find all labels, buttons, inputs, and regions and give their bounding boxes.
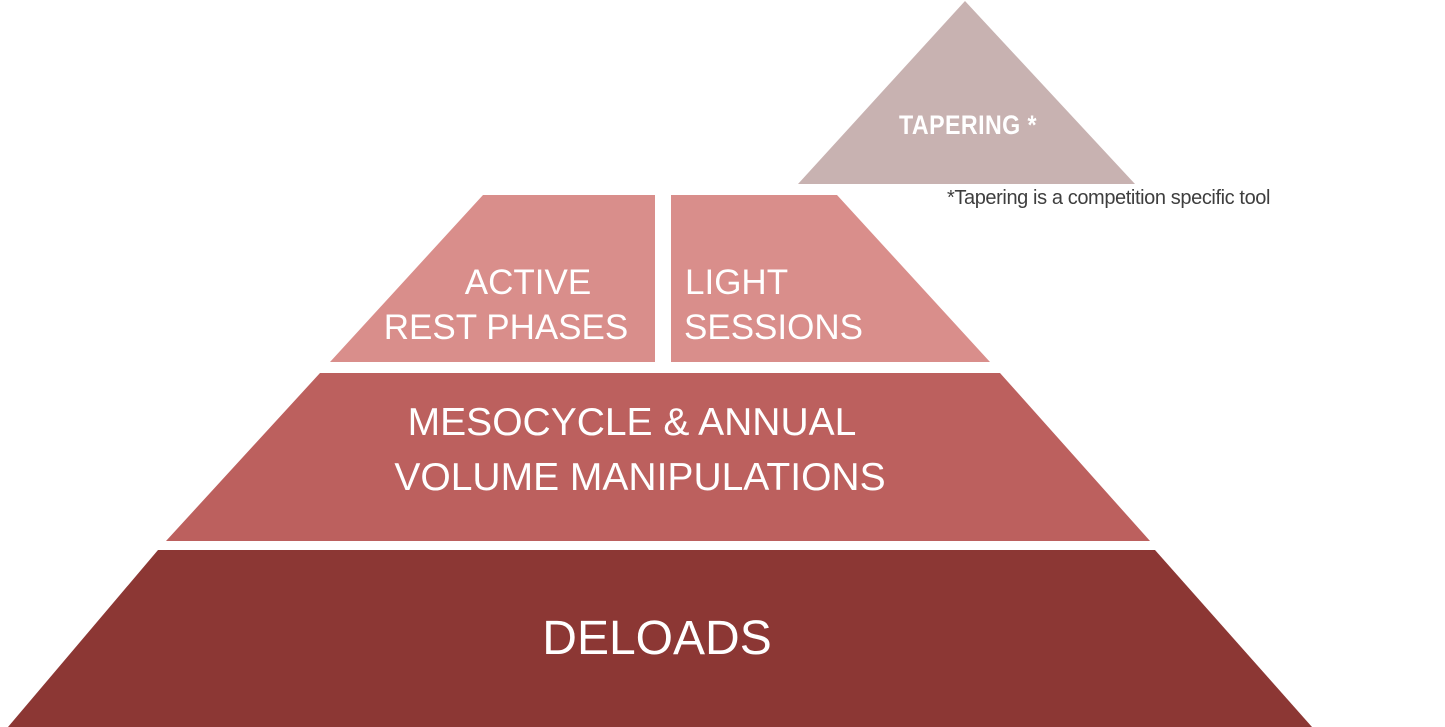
light-sessions-label-line1: LIGHT xyxy=(685,263,789,302)
tapering-footnote: *Tapering is a competition specific tool xyxy=(947,187,1271,209)
mesocycle-shape xyxy=(166,373,1150,541)
mesocycle-label-line2: VOLUME MANIPULATIONS xyxy=(394,456,886,499)
mesocycle-label-line1: MESOCYCLE & ANNUAL xyxy=(407,401,857,444)
active-rest-phases-shape xyxy=(330,195,655,362)
tapering-label: TAPERING * xyxy=(898,110,1038,140)
deloads-label: DELOADS xyxy=(542,612,772,665)
light-sessions-label-line2: SESSIONS xyxy=(684,308,863,347)
light-sessions-shape xyxy=(671,195,990,362)
tapering-triangle-shape xyxy=(798,1,1135,184)
active-rest-label-line1: ACTIVE xyxy=(464,263,592,302)
deloads-shape xyxy=(8,550,1312,727)
active-rest-label-line2: REST PHASES xyxy=(383,308,629,347)
